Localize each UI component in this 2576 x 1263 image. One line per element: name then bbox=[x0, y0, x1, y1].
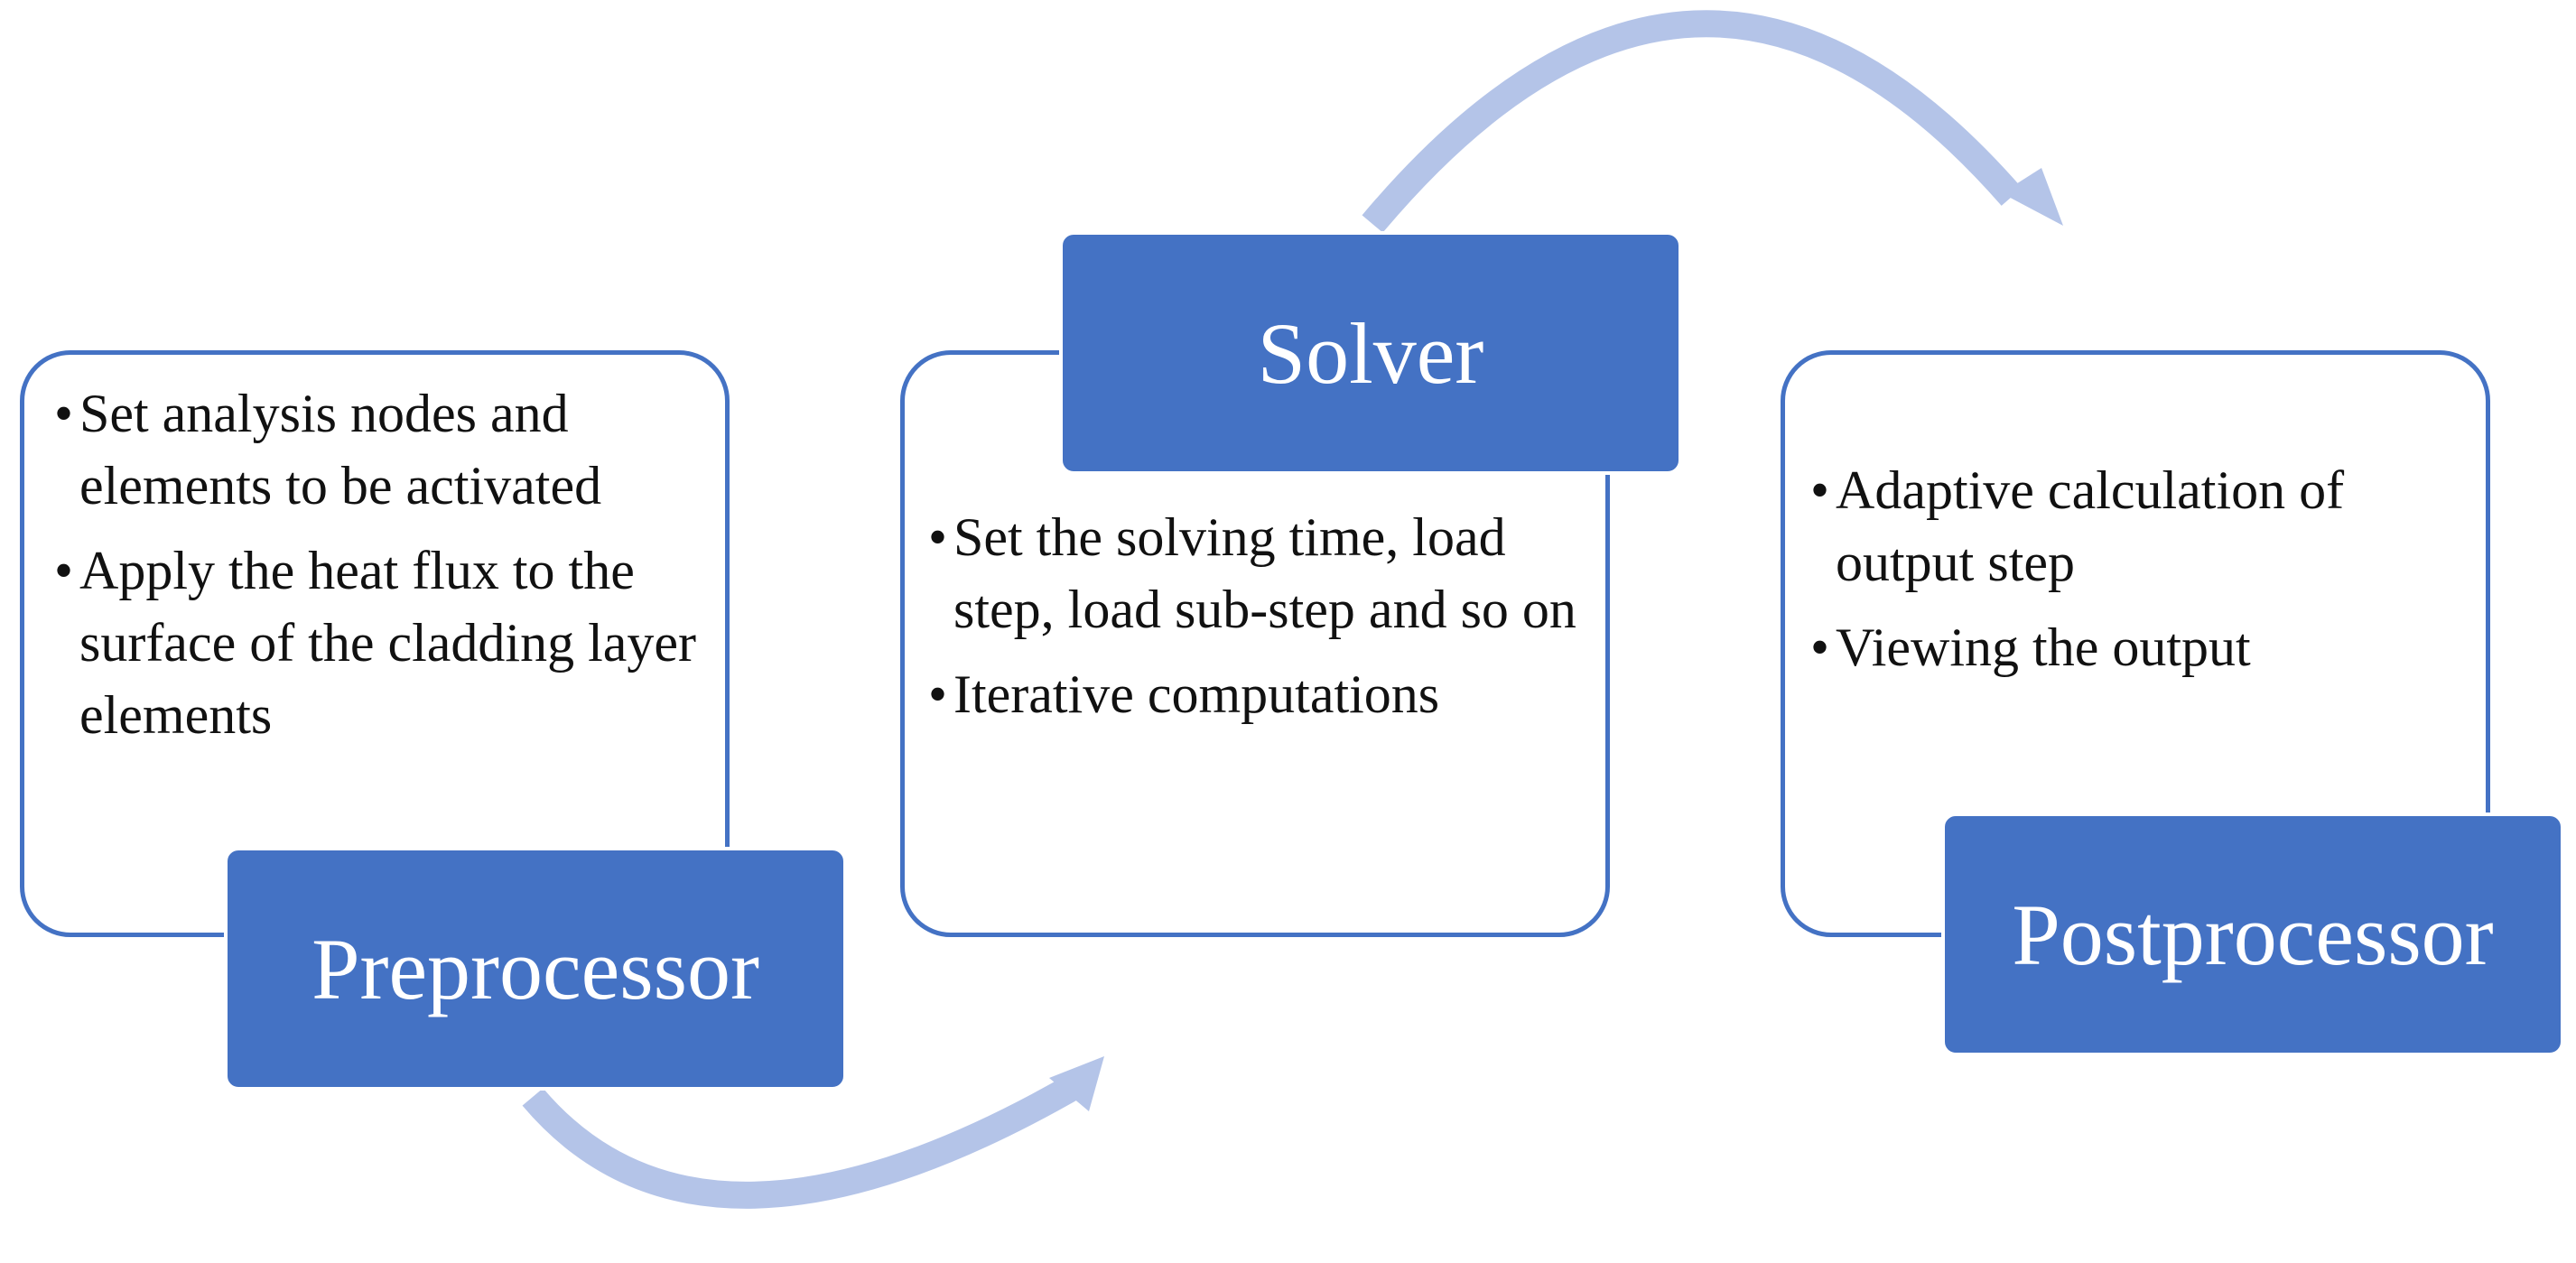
preprocessor-bullet-2: Apply the heat flux to the surface of th… bbox=[54, 534, 722, 751]
solver-label: Solver bbox=[1059, 231, 1682, 475]
postprocessor-bullet-list: Adaptive calculation of output step View… bbox=[1810, 454, 2478, 696]
arrow-preprocessor-to-solver bbox=[522, 1072, 1086, 1209]
postprocessor-bullet-2: Viewing the output bbox=[1810, 611, 2478, 683]
solver-bullet-1: Set the solving time, load step, load su… bbox=[928, 501, 1596, 645]
arrowhead-solver bbox=[1049, 1056, 1104, 1111]
solver-bullet-2: Iterative computations bbox=[928, 658, 1596, 730]
preprocessor-label: Preprocessor bbox=[224, 847, 847, 1091]
preprocessor-bullet-list: Set analysis nodes and elements to be ac… bbox=[54, 377, 722, 764]
solver-bullet-list: Set the solving time, load step, load su… bbox=[928, 501, 1596, 743]
preprocessor-bullet-1: Set analysis nodes and elements to be ac… bbox=[54, 377, 722, 522]
arrow-solver-to-postprocessor bbox=[1362, 10, 2023, 233]
postprocessor-label: Postprocessor bbox=[1941, 813, 2564, 1056]
arrowhead-postprocessor bbox=[2002, 168, 2063, 226]
postprocessor-bullet-1: Adaptive calculation of output step bbox=[1810, 454, 2478, 599]
